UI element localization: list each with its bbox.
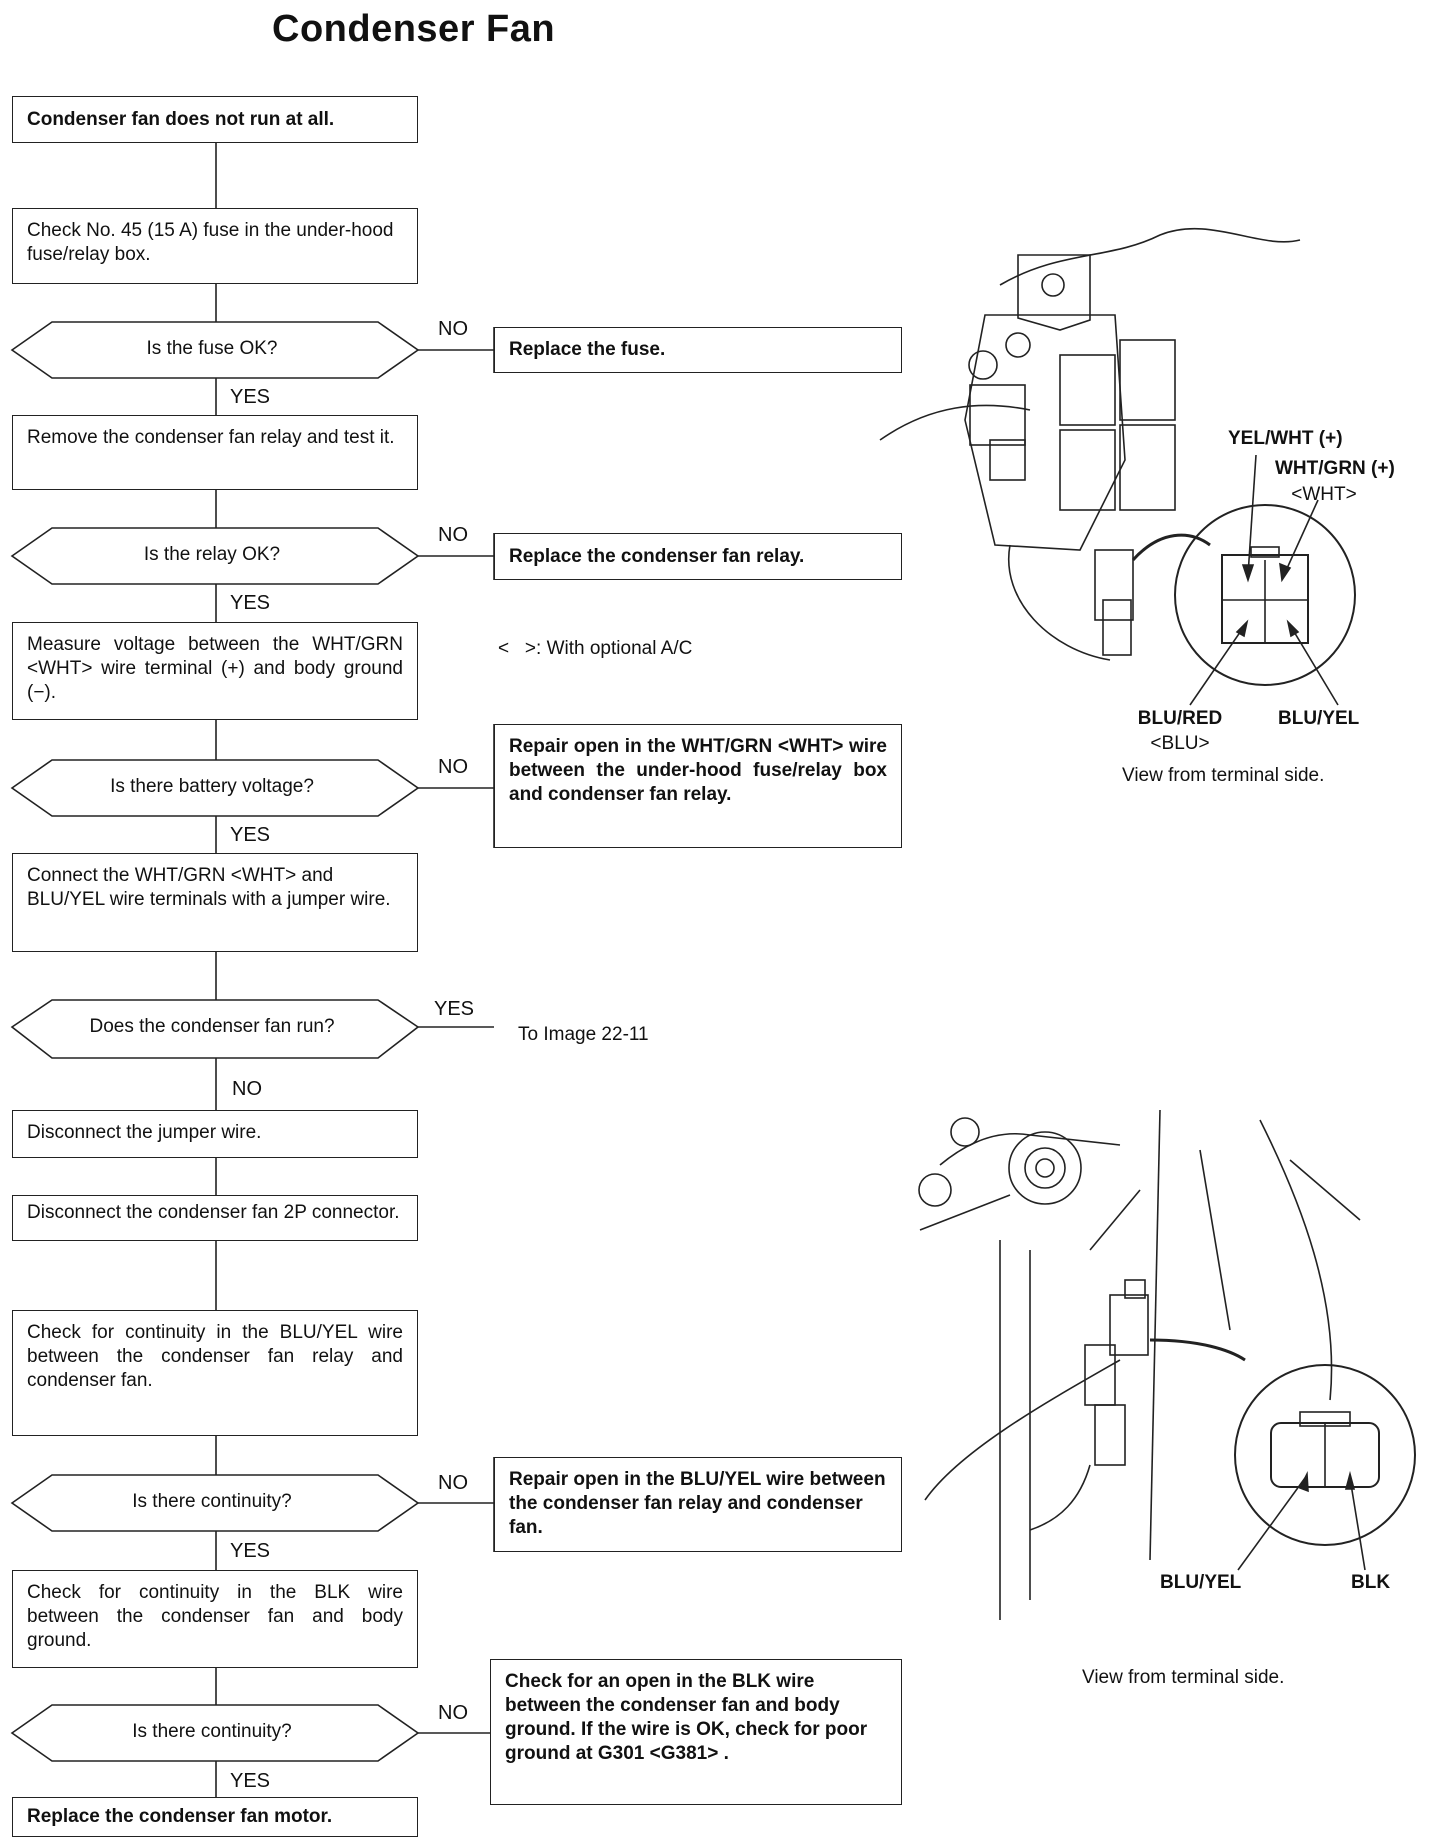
yes-label: YES — [434, 998, 475, 1020]
decision-text: Does the condenser fan run? — [89, 1016, 335, 1037]
page-title: Condenser Fan — [272, 8, 556, 50]
no-label: NO — [438, 524, 468, 546]
step-box: Measure voltage between the WHT/GRN <WHT… — [12, 622, 418, 720]
no-label: NO — [232, 1078, 262, 1100]
step-box: Check No. 45 (15 A) fuse in the under-ho… — [12, 208, 418, 284]
step-box: Condenser fan does not run at all. — [12, 96, 418, 143]
step-box: Connect the WHT/GRN <WHT> and BLU/YEL wi… — [12, 853, 418, 952]
view-caption: View from terminal side. — [1082, 1667, 1285, 1688]
result-box: Repair open in the WHT/GRN <WHT> wire be… — [494, 724, 902, 848]
step-box: Disconnect the condenser fan 2P connecto… — [12, 1195, 418, 1241]
pin-label-bluyel: BLU/YEL — [1278, 708, 1360, 729]
pin-label-whtgrn: WHT/GRN (+) — [1275, 458, 1395, 479]
step-box: Check for continuity in the BLK wire bet… — [12, 1570, 418, 1668]
decision-text: Is the fuse OK? — [146, 338, 278, 359]
decision-text: Is there continuity? — [132, 1721, 292, 1742]
pin-label-yelwht: YEL/WHT (+) — [1228, 428, 1343, 449]
pin-label-bluyel: BLU/YEL — [1160, 1572, 1242, 1593]
pin-label-blk: BLK — [1351, 1572, 1391, 1593]
step-box: Replace the condenser fan motor. — [12, 1797, 418, 1837]
result-box: Repair open in the BLU/YEL wire between … — [494, 1457, 902, 1552]
yes-label: YES — [230, 592, 271, 614]
fan-connector-illustration — [918, 1109, 1416, 1620]
result-box: Replace the condenser fan relay. — [494, 533, 902, 580]
decision-text: Is there battery voltage? — [110, 776, 314, 797]
no-label: NO — [438, 756, 468, 778]
goto-label: To Image 22-11 — [518, 1024, 649, 1045]
pin-label-blured: BLU/RED — [1137, 708, 1223, 729]
step-box: Check for continuity in the BLU/YEL wire… — [12, 1310, 418, 1436]
yes-label: YES — [230, 386, 271, 408]
step-box: Disconnect the jumper wire. — [12, 1110, 418, 1158]
view-caption: View from terminal side. — [1122, 765, 1325, 786]
no-label: NO — [438, 318, 468, 340]
yes-label: YES — [230, 824, 271, 846]
result-box: Check for an open in the BLK wire betwee… — [490, 1659, 902, 1805]
result-box: Replace the fuse. — [494, 327, 902, 373]
yes-label: YES — [230, 1540, 271, 1562]
relay-box-illustration — [879, 227, 1356, 706]
pin-label-whtgrn-alt: <WHT> — [1291, 484, 1357, 505]
decision-text: Is the relay OK? — [143, 544, 281, 565]
yes-label: YES — [230, 1770, 271, 1792]
optional-ac-note: < >: With optional A/C — [498, 638, 693, 659]
step-box: Remove the condenser fan relay and test … — [12, 415, 418, 490]
no-label: NO — [438, 1472, 468, 1494]
decision-text: Is there continuity? — [132, 1491, 292, 1512]
pin-label-blured-alt: <BLU> — [1150, 733, 1210, 754]
no-label: NO — [438, 1702, 468, 1724]
